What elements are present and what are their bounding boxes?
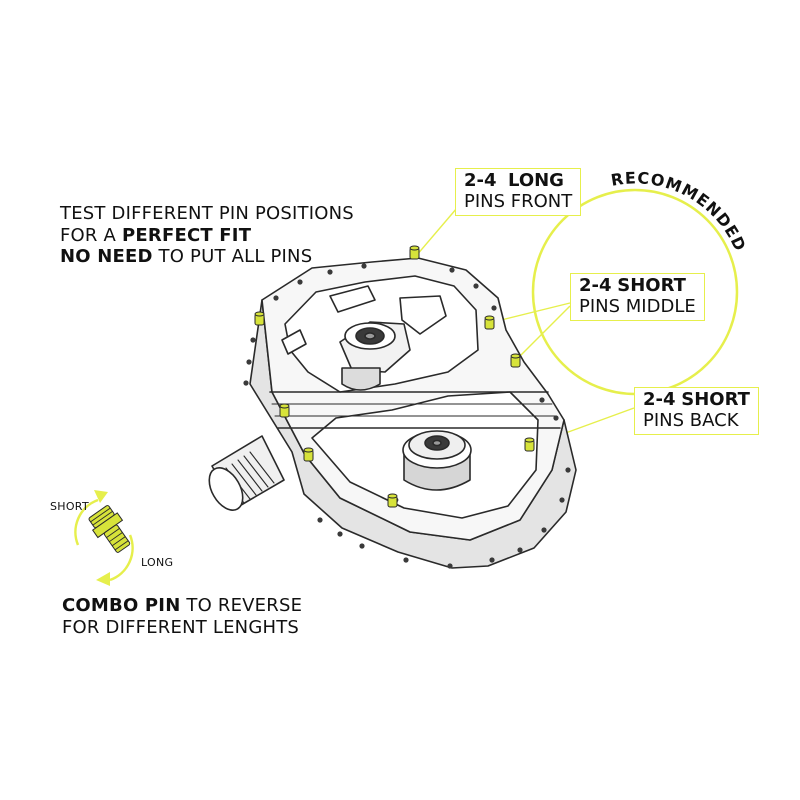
middle-pin: [510, 353, 521, 368]
callout-front-pins: 2-4 LONG PINS FRONT: [455, 168, 582, 217]
back-count: 2-4: [643, 389, 676, 410]
pin-holes: [243, 263, 571, 569]
recommended-label: RECOMMENDED: [610, 168, 750, 254]
back-pin: [524, 437, 535, 452]
combo-pin-emphasis: COMBO PIN: [62, 595, 181, 616]
front-pin: [254, 311, 265, 326]
combo-pin-text: COMBO PIN TO REVERSE FOR DIFFERENT LENGH…: [62, 595, 302, 638]
middle-pin: [279, 403, 290, 418]
perfect-fit-emphasis: PERFECT FIT: [122, 224, 252, 246]
traction-pins: [254, 245, 535, 508]
callout-back-pins: 2-4 SHORT PINS BACK: [634, 387, 759, 436]
callout-middle-pins: 2-4 SHORT PINS MIDDLE: [570, 273, 705, 322]
no-need-emphasis: NO NEED: [60, 246, 153, 268]
intro-line-2: FOR A PERFECT FIT: [60, 224, 252, 246]
intro-text: TEST DIFFERENT PIN POSITIONS FOR A PERFE…: [60, 203, 354, 268]
back-type: SHORT: [681, 389, 750, 410]
combo-line-2: FOR DIFFERENT LENGHTS: [62, 616, 300, 638]
front-pin: [409, 245, 420, 260]
middle-pin: [484, 315, 495, 330]
front-rest: PINS FRONT: [464, 190, 573, 212]
combo-short-label: SHORT: [50, 500, 89, 513]
middle-rest: PINS MIDDLE: [579, 295, 696, 317]
pedal-body: [208, 257, 577, 569]
middle-count: 2-4: [579, 275, 612, 296]
back-rest: PINS BACK: [643, 409, 739, 431]
back-pin: [303, 447, 314, 462]
intro-line-1: TEST DIFFERENT PIN POSITIONS: [60, 203, 354, 224]
combo-pin-illustration: [74, 490, 134, 586]
combo-line-1: COMBO PIN TO REVERSE: [62, 595, 303, 616]
front-type: LONG: [507, 170, 564, 191]
back-pin: [387, 493, 398, 508]
intro-line-3: NO NEED TO PUT ALL PINS: [60, 246, 313, 268]
front-count: 2-4: [464, 170, 497, 191]
combo-long-label: LONG: [141, 556, 174, 569]
middle-type: SHORT: [617, 275, 686, 296]
